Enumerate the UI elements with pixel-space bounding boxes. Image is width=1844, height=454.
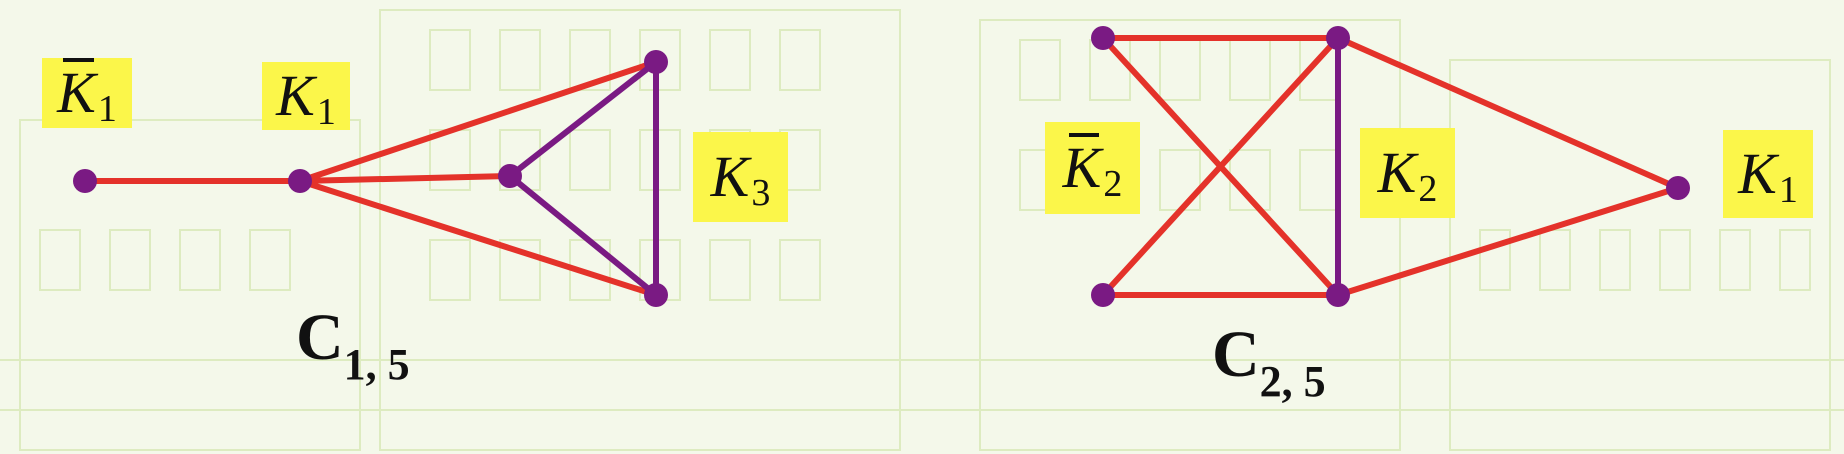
caption-c15: C1, 5 [296,301,410,389]
edge [1337,185,1679,298]
complement-bar [63,58,94,62]
vertex [73,169,97,193]
edge [1336,35,1680,191]
edge [508,173,658,298]
left-graph [73,50,668,307]
complement-bar [1068,133,1100,137]
vertex [1326,26,1350,50]
vertex [644,50,668,74]
label-base: K [57,58,96,125]
vertex [1326,283,1350,307]
label-subscript: 1 [316,91,336,133]
label-base: K [1062,133,1102,200]
edge [508,59,658,179]
label-subscript: 2 [1418,168,1438,210]
label-subscript: 3 [751,172,771,214]
caption-subscript: 2, 5 [1259,357,1326,406]
vertex [288,169,312,193]
label-subscript: 1 [1778,169,1798,211]
vertex [1666,176,1690,200]
label-subscript: 2 [1103,163,1123,205]
edge [299,178,657,298]
vertex [1091,26,1115,50]
caption-c25: C2, 5 [1212,318,1326,406]
vertex [644,283,668,307]
edge [299,59,657,184]
label-base: K [1738,141,1777,206]
label-subscript: 1 [97,88,117,130]
right-graph [1091,26,1690,307]
vertex [498,164,522,188]
label-base: K [710,144,750,209]
caption-subscript: 1, 5 [343,340,410,389]
label-base: K [276,63,315,128]
label-base: K [1377,140,1417,205]
edge [299,173,511,184]
edge [1100,35,1341,298]
vertex [1091,283,1115,307]
